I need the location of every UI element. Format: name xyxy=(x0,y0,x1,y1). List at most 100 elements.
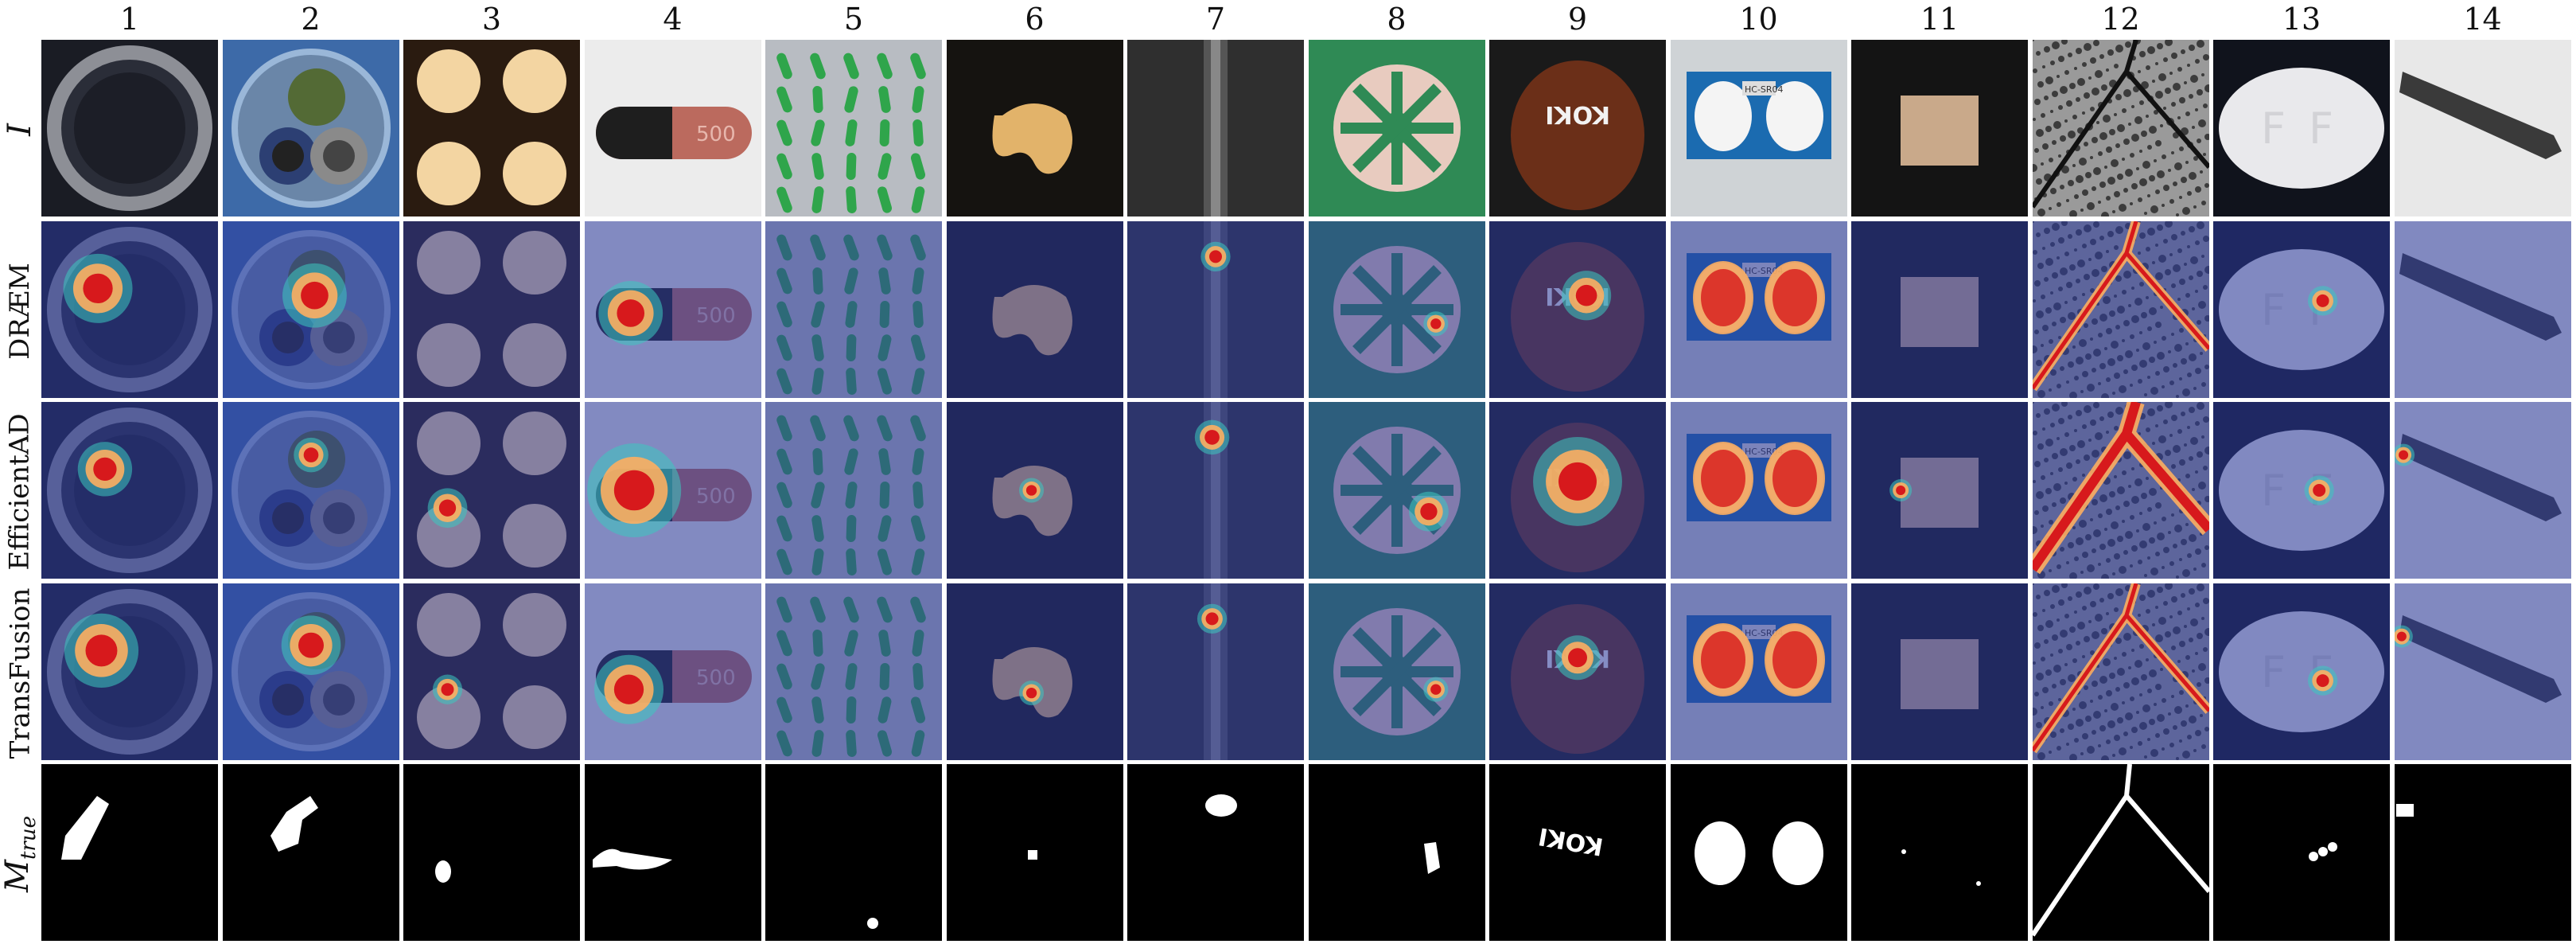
mask-image-cashew xyxy=(946,764,1123,941)
efficientad-image-zipper xyxy=(1127,402,1304,579)
mask-image-sensor xyxy=(1670,764,1847,941)
draem-image-zipper xyxy=(1127,220,1304,398)
column-label-13: 13 xyxy=(2282,2,2321,37)
draem-image-cashew xyxy=(946,220,1123,398)
efficientad-image-capsules xyxy=(403,402,580,579)
input-image-hazelnut: KOKI xyxy=(1489,40,1666,216)
input-image-capsules xyxy=(403,40,580,216)
mask-image-bottle xyxy=(41,764,218,941)
row-label-text: EfficientAD xyxy=(4,413,37,571)
mask-image-candle-macaroni xyxy=(765,764,942,941)
input-image-cashew xyxy=(946,40,1123,216)
row-label-efficientad: EfficientAD xyxy=(0,402,40,582)
efficientad-image-pill: FF xyxy=(2213,402,2390,579)
efficientad-image-sensor: HC-SR04 xyxy=(1670,402,1847,579)
transfusion-image-sensor: HC-SR04 xyxy=(1670,583,1847,760)
svg-text:KOKI: KOKI xyxy=(1545,100,1610,128)
draem-image-capsules xyxy=(403,220,580,398)
mask-image-tile xyxy=(1851,764,2028,941)
input-image-tile xyxy=(1851,40,2028,216)
mask-image-wheel xyxy=(1308,764,1485,941)
draem-image-candle-macaroni xyxy=(765,220,942,398)
input-image-candle-macaroni xyxy=(765,40,942,216)
draem-image-cable xyxy=(222,220,399,398)
transfusion-image-cable xyxy=(222,583,399,760)
draem-image-hazelnut: KOKI xyxy=(1489,220,1666,398)
efficientad-image-cable xyxy=(222,402,399,579)
efficientad-image-capsule: 500 xyxy=(584,402,761,579)
transfusion-image-candle-macaroni xyxy=(765,583,942,760)
transfusion-image-capsule: 500 xyxy=(584,583,761,760)
draem-image-wheel xyxy=(1308,220,1485,398)
column-label-2: 2 xyxy=(301,2,321,37)
mask-subscript: true xyxy=(17,816,41,860)
column-label-7: 7 xyxy=(1205,2,1226,37)
svg-text:F: F xyxy=(2261,103,2286,154)
column-label-6: 6 xyxy=(1025,2,1045,37)
column-label-4: 4 xyxy=(663,2,683,37)
transfusion-image-hazelnut: KOKI xyxy=(1489,583,1666,760)
column-label-12: 12 xyxy=(2101,2,2140,37)
input-image-wheel xyxy=(1308,40,1485,216)
draem-image-tile xyxy=(1851,220,2028,398)
row-label-text: DRÆM xyxy=(4,262,36,360)
column-label-10: 10 xyxy=(1739,2,1778,37)
transfusion-image-bottle xyxy=(41,583,218,760)
efficientad-image-hazelnut: KOKI xyxy=(1489,402,1666,579)
mask-image-capsules xyxy=(403,764,580,941)
efficientad-image-wheel xyxy=(1308,402,1485,579)
efficientad-image-screw xyxy=(2394,402,2571,579)
row-label-text: Mtrue xyxy=(0,816,41,892)
transfusion-image-capsules xyxy=(403,583,580,760)
transfusion-image-wheel xyxy=(1308,583,1485,760)
row-label-text: TransFusion xyxy=(4,587,37,759)
transfusion-image-cashew xyxy=(946,583,1123,760)
mask-image-zipper xyxy=(1127,764,1304,941)
row-label-mask: Mtrue xyxy=(0,764,41,944)
svg-text:F: F xyxy=(2309,103,2333,154)
svg-text:HC-SR04: HC-SR04 xyxy=(1745,84,1784,95)
efficientad-image-candle-macaroni xyxy=(765,402,942,579)
input-image-cable xyxy=(222,40,399,216)
row-label-draem: DRÆM xyxy=(0,221,40,401)
input-image-capsule: 500 xyxy=(584,40,761,216)
input-image-sensor: HC-SR04 xyxy=(1670,40,1847,216)
column-label-1: 1 xyxy=(119,2,140,37)
draem-image-grid-crack xyxy=(2032,220,2209,398)
mask-image-capsule xyxy=(584,764,761,941)
draem-image-capsule: 500 xyxy=(584,220,761,398)
transfusion-image-grid-crack xyxy=(2032,583,2209,760)
row-label-text: I xyxy=(2,123,38,136)
mask-image-cable xyxy=(222,764,399,941)
draem-image-bottle xyxy=(41,220,218,398)
draem-image-screw xyxy=(2394,220,2571,398)
draem-image-pill: FF xyxy=(2213,220,2390,398)
mask-image-grid-crack xyxy=(2032,764,2209,941)
column-label-8: 8 xyxy=(1387,2,1407,37)
mask-image-screw xyxy=(2394,764,2571,941)
column-label-11: 11 xyxy=(1920,2,1959,37)
row-label-transfusion: TransFusion xyxy=(0,583,40,763)
input-image-zipper xyxy=(1127,40,1304,216)
input-image-grid-crack xyxy=(2032,40,2209,216)
svg-text:500: 500 xyxy=(696,123,736,146)
efficientad-image-cashew xyxy=(946,402,1123,579)
input-image-screw xyxy=(2394,40,2571,216)
column-label-9: 9 xyxy=(1567,2,1588,37)
transfusion-image-tile xyxy=(1851,583,2028,760)
transfusion-image-screw xyxy=(2394,583,2571,760)
transfusion-image-pill: FF xyxy=(2213,583,2390,760)
row-label-input: I xyxy=(0,40,40,220)
mask-image-hazelnut: KOKI xyxy=(1489,764,1666,941)
column-label-14: 14 xyxy=(2463,2,2502,37)
column-label-5: 5 xyxy=(843,2,864,37)
column-label-3: 3 xyxy=(481,2,502,37)
efficientad-image-bottle xyxy=(41,402,218,579)
efficientad-image-grid-crack xyxy=(2032,402,2209,579)
mask-image-pill xyxy=(2213,764,2390,941)
draem-image-sensor: HC-SR04 xyxy=(1670,220,1847,398)
efficientad-image-tile xyxy=(1851,402,2028,579)
input-image-bottle xyxy=(41,40,218,216)
